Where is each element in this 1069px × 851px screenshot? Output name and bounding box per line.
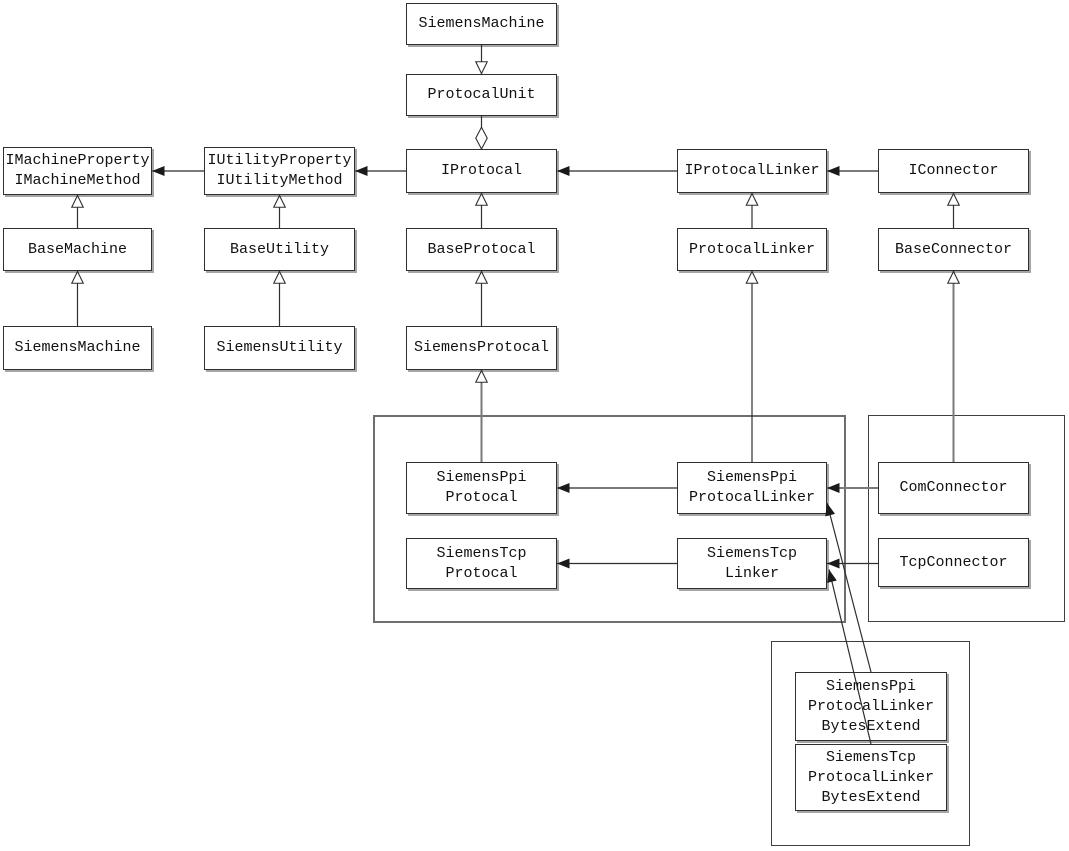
class-box-tcp-connector: TcpConnector (878, 538, 1029, 587)
class-box-i-protocal: IProtocal (406, 149, 557, 193)
class-box-label: SiemensTcp (825, 748, 916, 766)
class-box-label: BytesExtend (821, 788, 921, 806)
class-box-i-connector: IConnector (878, 149, 1029, 193)
class-box-label: ProtocalLinker (807, 697, 935, 715)
class-box-label: BaseMachine (27, 240, 128, 258)
class-box-label: ComConnector (899, 479, 1008, 496)
class-box-label: IUtilityMethod (216, 172, 343, 189)
class-box-siemens-protocal: SiemensProtocal (406, 326, 557, 370)
class-box-label: SiemensTcp (706, 544, 797, 562)
class-box-label: IMachineProperty (5, 152, 150, 169)
class-box-label: SiemensUtility (216, 339, 343, 356)
class-box-label: ProtocalLinker (688, 240, 816, 258)
class-box-label: SiemensProtocal (413, 339, 550, 356)
class-box-label: BaseConnector (894, 240, 1013, 258)
class-box-label: SiemensMachine (418, 15, 545, 32)
class-box-siemens-utility: SiemensUtility (204, 326, 355, 370)
class-box-com-connector: ComConnector (878, 462, 1029, 514)
class-box-base-protocal: BaseProtocal (406, 228, 557, 271)
class-box-label: IProtocal (440, 162, 522, 179)
class-box-label: Protocal (445, 564, 518, 582)
class-box-base-utility: BaseUtility (204, 228, 355, 271)
class-box-label: BaseUtility (229, 240, 330, 258)
class-box-label: SiemensPpi (706, 469, 797, 486)
group-box-connector-group (868, 415, 1065, 622)
class-box-label: SiemensMachine (14, 339, 141, 356)
class-box-label: IMachineMethod (14, 172, 141, 189)
class-box-label: SiemensTcp (436, 544, 527, 562)
class-box-label: Protocal (445, 489, 518, 506)
class-box-siemens-machine-top: SiemensMachine (406, 3, 557, 45)
class-box-i-protocal-linker: IProtocalLinker (677, 149, 827, 193)
class-box-label: TcpConnector (899, 553, 1008, 571)
class-box-protocal-linker: ProtocalLinker (677, 228, 827, 271)
class-box-label: IConnector (908, 162, 999, 179)
group-box-protocal-group (373, 415, 846, 623)
class-box-label: BaseProtocal (427, 240, 536, 258)
class-box-base-machine: BaseMachine (3, 228, 152, 271)
class-box-siemens-machine: SiemensMachine (3, 326, 152, 370)
class-box-label: ProtocalLinker (688, 489, 816, 506)
class-box-protocal-unit: ProtocalUnit (406, 74, 557, 116)
class-box-base-connector: BaseConnector (878, 228, 1029, 271)
class-box-label: IUtilityProperty (207, 152, 352, 169)
class-box-label: SiemensPpi (825, 677, 916, 695)
class-box-label: ProtocalLinker (807, 768, 935, 786)
class-box-label: Linker (724, 564, 779, 582)
class-box-label: IProtocalLinker (684, 162, 820, 179)
class-box-label: SiemensPpi (436, 469, 527, 486)
class-box-label: ProtocalUnit (427, 86, 536, 103)
class-box-label: BytesExtend (821, 717, 921, 735)
